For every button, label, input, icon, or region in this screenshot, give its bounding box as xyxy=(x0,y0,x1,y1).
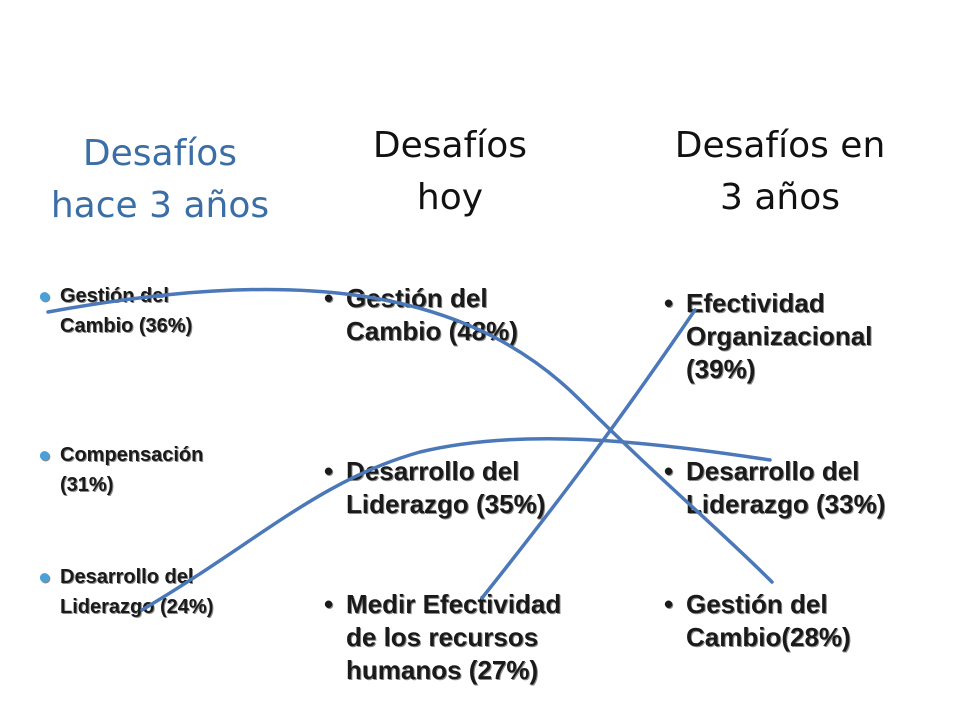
list-item: • Desarrollo del Liderazgo (33%) xyxy=(664,455,886,521)
connector-desarrollo-liderazgo xyxy=(140,436,772,612)
heading-line: hoy xyxy=(416,177,484,218)
list-item: • Medir Efectividad de los recursos huma… xyxy=(324,588,562,687)
heading-line: hace 3 años xyxy=(50,185,270,226)
bullet-icon: ● xyxy=(38,283,52,308)
connector-efectividad xyxy=(480,308,697,600)
list-item: ● Desarrollo del Liderazgo (24%) xyxy=(38,562,214,622)
item-line: Organizacional xyxy=(686,321,873,351)
bullet-icon: • xyxy=(664,288,674,318)
bullet-icon: • xyxy=(324,456,334,486)
item-line: Efectividad xyxy=(686,288,825,318)
bullet-icon: ● xyxy=(38,564,52,589)
item-line: (31%) xyxy=(60,474,114,496)
item-line: Gestión del xyxy=(60,285,169,307)
bullet-icon: • xyxy=(664,589,674,619)
heading-line: Desafíos xyxy=(372,125,528,166)
bullet-icon: • xyxy=(324,589,334,619)
item-line: Compensación xyxy=(60,444,204,466)
bullet-icon: • xyxy=(324,283,334,313)
list-item: • Gestión del Cambio(28%) xyxy=(664,588,851,654)
bullet-icon: • xyxy=(664,456,674,486)
item-line: Liderazgo (33%) xyxy=(686,489,886,519)
item-line: Liderazgo (35%) xyxy=(346,489,546,519)
bullet-icon: ● xyxy=(38,442,52,467)
item-line: Desarrollo del xyxy=(686,456,860,486)
list-item: • Efectividad Organizacional (39%) xyxy=(664,287,873,386)
item-line: humanos (27%) xyxy=(346,655,539,685)
heading-in-three-years: Desafíos en 3 años xyxy=(640,120,920,224)
heading-line: Desafíos en xyxy=(674,125,886,166)
heading-today: Desafíos hoy xyxy=(320,120,580,224)
heading-three-years-ago: Desafíos hace 3 años xyxy=(20,128,300,232)
item-line: Medir Efectividad xyxy=(346,589,562,619)
list-item: ● Gestión del Cambio (36%) xyxy=(38,281,193,341)
item-line: Desarrollo del xyxy=(60,566,194,588)
heading-line: Desafíos xyxy=(82,133,238,174)
item-line: Desarrollo del xyxy=(346,456,520,486)
list-item: • Desarrollo del Liderazgo (35%) xyxy=(324,455,546,521)
item-line: (39%) xyxy=(686,354,756,384)
list-item: • Gestión del Cambio (48%) xyxy=(324,282,518,348)
heading-line: 3 años xyxy=(719,177,840,218)
connector-gestion-cambio xyxy=(46,287,774,584)
item-line: Cambio (48%) xyxy=(346,316,518,346)
item-line: Gestión del xyxy=(686,589,828,619)
item-line: Cambio (36%) xyxy=(60,315,193,337)
item-line: Liderazgo (24%) xyxy=(60,596,214,618)
item-line: de los recursos xyxy=(346,622,539,652)
item-line: Cambio(28%) xyxy=(686,622,851,652)
list-item: ● Compensación (31%) xyxy=(38,440,204,500)
